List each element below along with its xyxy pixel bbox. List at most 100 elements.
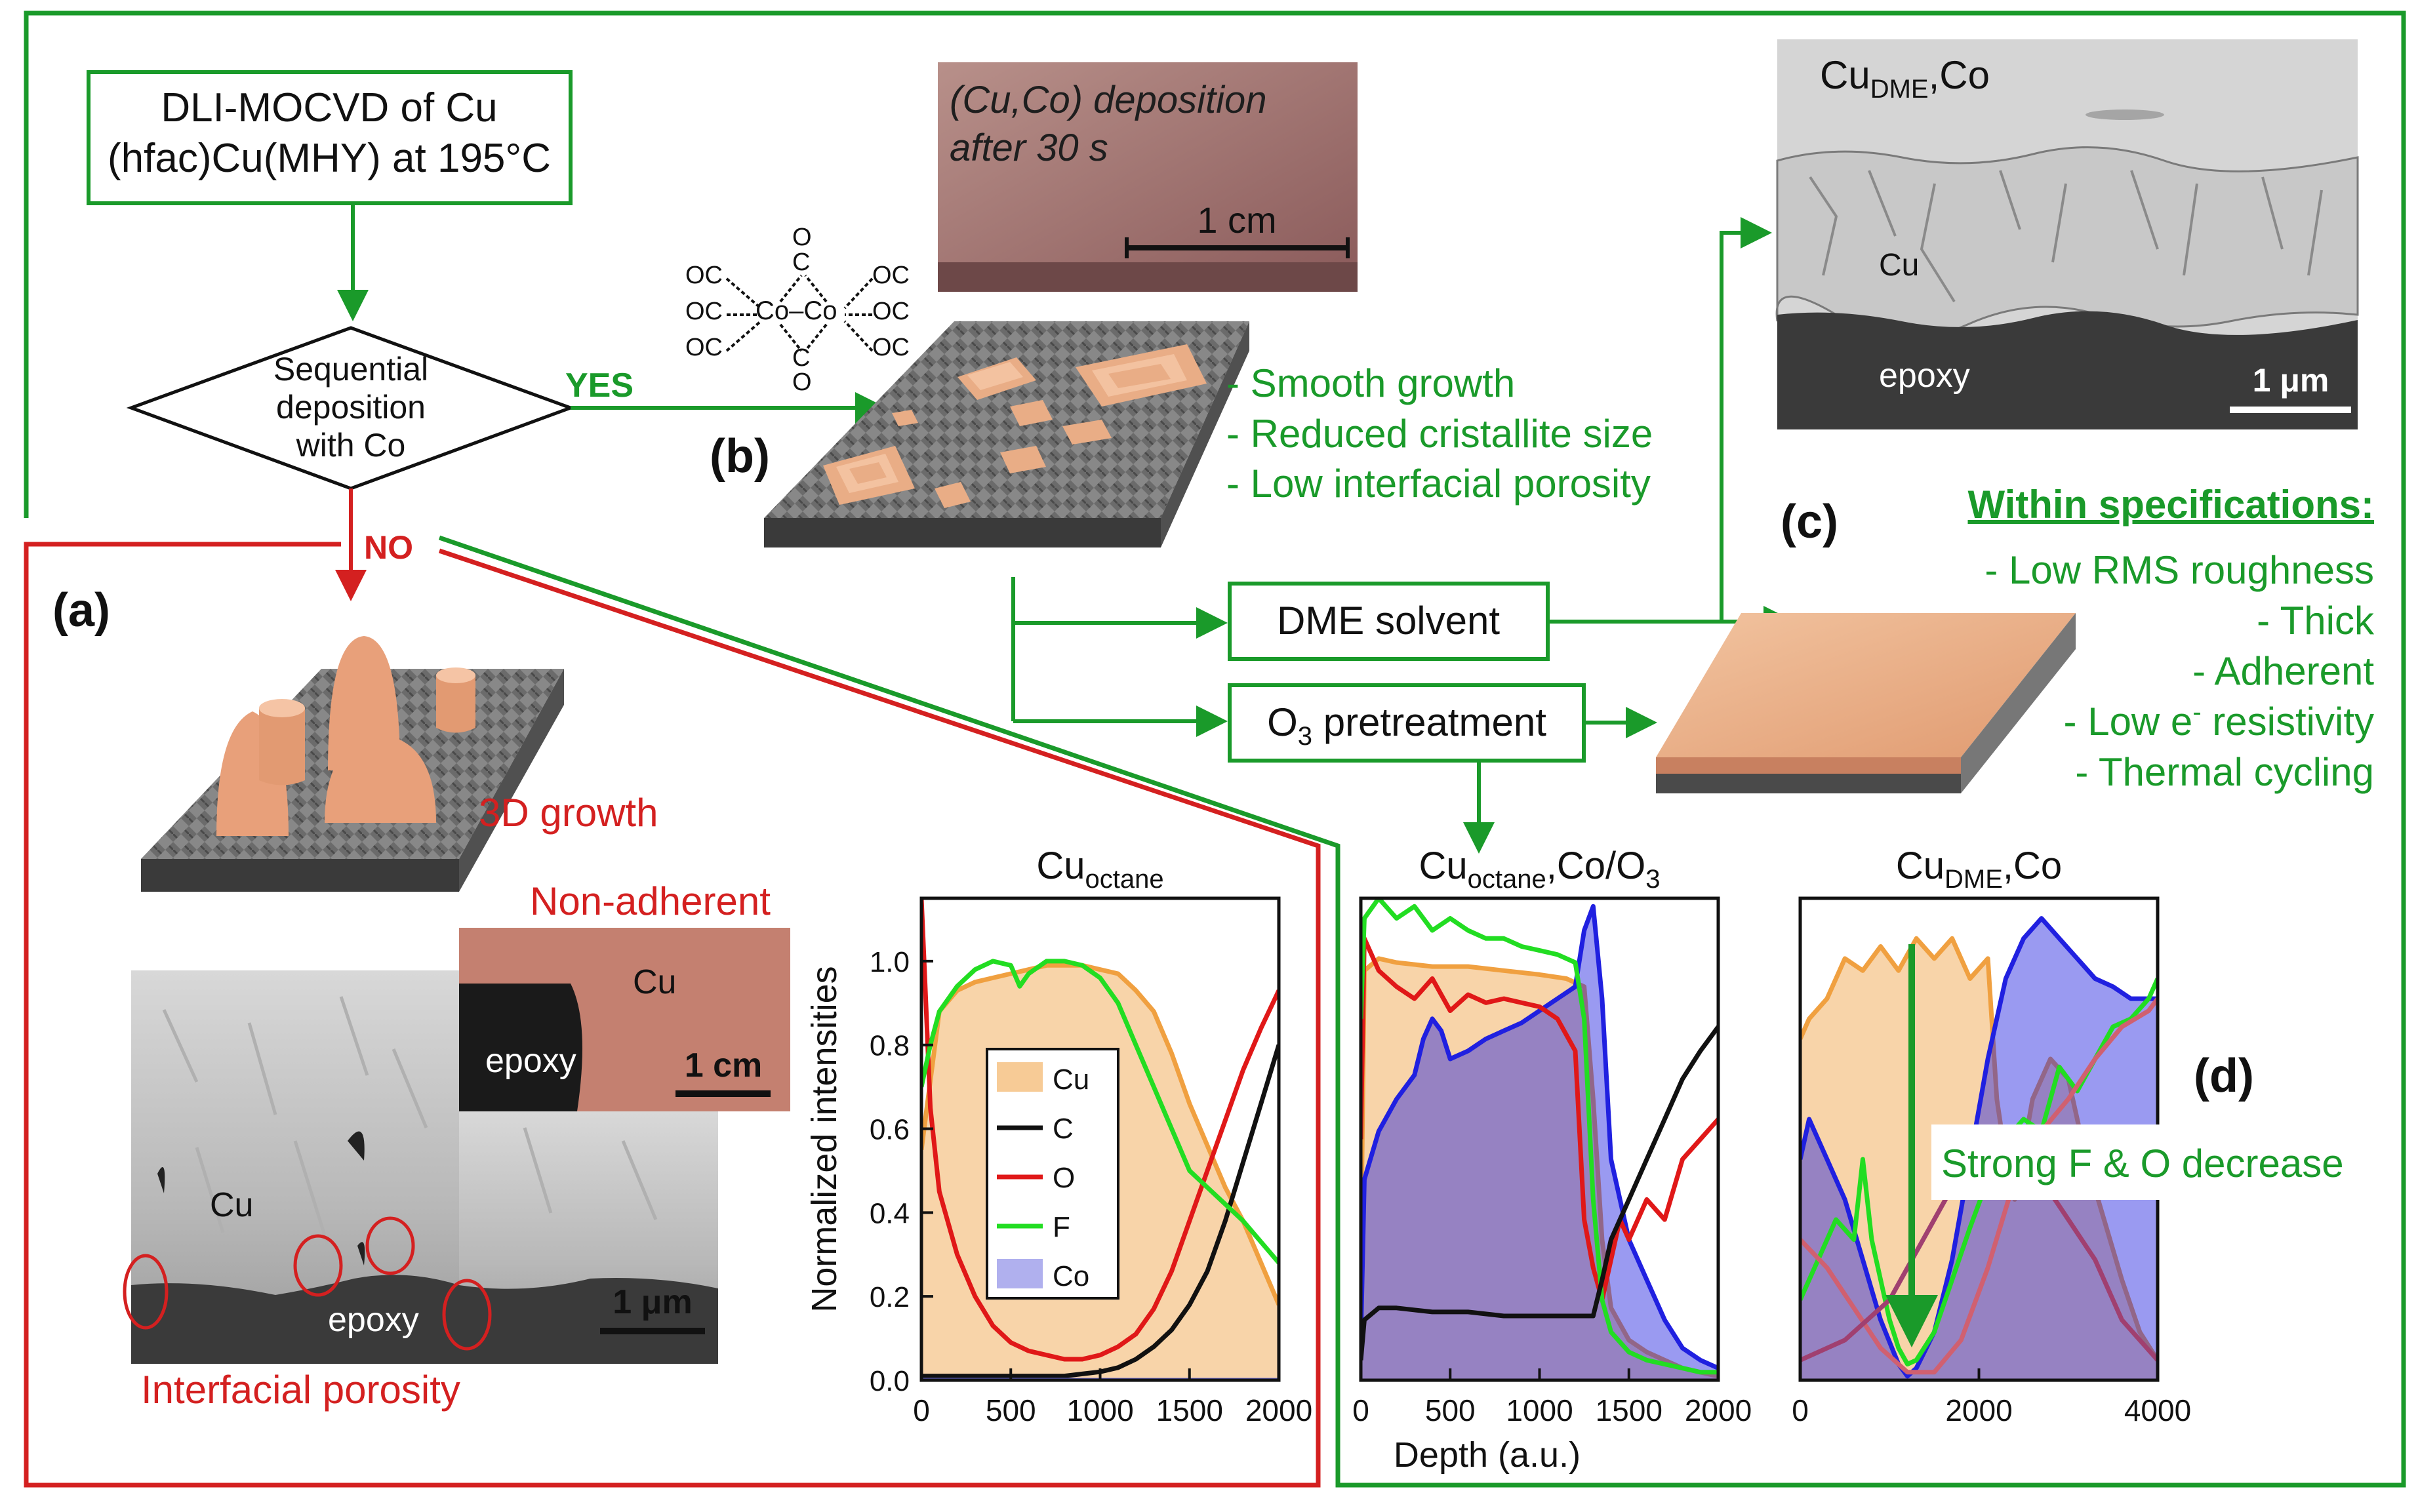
spec-item-4: - Low e- resistivity (2064, 698, 2374, 744)
photo-deposition-b (938, 62, 1358, 292)
series-line-f (921, 959, 1279, 1265)
cu-slab-c (1656, 613, 2076, 793)
non-adherent-label: Non-adherent (530, 879, 771, 923)
series-line-c (1361, 1025, 1718, 1361)
decision-line1: Sequential (273, 351, 428, 388)
series-line-cu (1361, 956, 1718, 1379)
photo-a-cu-label: Cu (633, 963, 676, 1001)
co2co8-molecule: OC OC OC OC OC OC O C C O Co–Co (685, 224, 910, 396)
y-tick-label: 0.0 (870, 1365, 910, 1397)
decision-line3: with Co (296, 427, 406, 464)
x-tick-label: 0 (913, 1393, 930, 1427)
porosity-label: Interfacial porosity (141, 1368, 460, 1412)
series-line-o (1361, 936, 1718, 1302)
sem-c-scale-label: 1 μm (2253, 362, 2329, 399)
svg-text:Co–Co: Co–Co (756, 296, 837, 325)
panel-label-a: (a) (52, 584, 110, 637)
photo-non-adherent (459, 928, 790, 1111)
panel-label-c: (c) (1781, 496, 1838, 548)
bullet-b-1: - Smooth growth (1226, 361, 1515, 405)
start-line1: DLI-MOCVD of Cu (161, 85, 497, 130)
svg-text:O: O (792, 224, 812, 251)
series-line-co (1361, 904, 1718, 1370)
dme-solvent-label: DME solvent (1277, 599, 1500, 643)
red-frame-panel-a (24, 542, 1321, 1488)
sem-a-scale-label: 1 μm (613, 1283, 692, 1321)
decision-line2: deposition (276, 389, 426, 426)
y-tick-label: 0.4 (870, 1197, 910, 1229)
panel-label-b: (b) (710, 430, 770, 483)
spec-item-2: - Thick (2257, 599, 2375, 643)
svg-text:OC: OC (685, 334, 723, 361)
photo-a-scale-label: 1 cm (685, 1046, 763, 1084)
dme-solvent-box (1228, 582, 1550, 661)
no-label: NO (364, 529, 413, 566)
legend-label-co: Co (1053, 1260, 1089, 1292)
sem-c-cu-label: Cu (1879, 248, 1919, 283)
y-axis-label: Normalized intensities (805, 966, 844, 1312)
legend-label-f: F (1053, 1211, 1070, 1243)
y-tick-label: 1.0 (870, 946, 910, 978)
panel-label-d: (d) (2194, 1050, 2254, 1102)
substrate-a-illustration (141, 636, 564, 892)
x-tick-label: 1500 (1156, 1393, 1223, 1427)
svg-text:OC: OC (685, 262, 723, 289)
svg-text:C: C (792, 344, 810, 372)
growth-label: 3D growth (479, 791, 658, 835)
decrease-label: Strong F & O decrease (1941, 1142, 2344, 1185)
outer-green-frame (24, 10, 2406, 1488)
o3-pretreatment-box (1228, 683, 1586, 763)
legend-label-cu: Cu (1053, 1064, 1089, 1096)
legend-label-c: C (1053, 1113, 1074, 1145)
svg-text:OC: OC (872, 262, 910, 289)
start-line2: (hfac)Cu(MHY) at 195°C (108, 136, 551, 181)
series-fill-cu (1361, 958, 1718, 1380)
x-tick-label: 1000 (1506, 1393, 1573, 1427)
series-line-o (921, 898, 1279, 1362)
sem-c-title: CuDME,Co (1820, 53, 1990, 104)
y-tick-label: 0.6 (870, 1114, 910, 1146)
svg-text:OC: OC (685, 298, 723, 325)
bullet-b-3: - Low interfacial porosity (1226, 462, 1651, 506)
x-tick-label: 0 (1352, 1393, 1369, 1427)
x-axis-label: Depth (a.u.) (1394, 1435, 1581, 1475)
legend-label-o: O (1053, 1162, 1075, 1194)
series-line-cu (921, 963, 1279, 1306)
svg-text:OC: OC (872, 298, 910, 325)
svg-text:OC: OC (872, 334, 910, 361)
photo-a-epoxy-label: epoxy (485, 1042, 576, 1080)
series-fill-co (1361, 906, 1718, 1380)
sem-a-cu-label: Cu (210, 1186, 253, 1224)
x-tick-label: 2000 (1245, 1393, 1312, 1427)
legend-swatch-co (997, 1259, 1043, 1288)
spec-item-1: - Low RMS roughness (1985, 548, 2374, 592)
o3-pretreatment-label: O3 pretreatment (1267, 700, 1546, 751)
svg-text:O: O (792, 368, 812, 396)
decrease-label-bg (1931, 1124, 2384, 1200)
porosity-circles (123, 1216, 492, 1351)
x-tick-label: 1500 (1596, 1393, 1662, 1427)
y-tick-label: 0.2 (870, 1281, 910, 1313)
sem-image-c (1775, 39, 2359, 429)
x-tick-label: 1000 (1066, 1393, 1133, 1427)
svg-text:C: C (792, 249, 810, 276)
yes-label: YES (565, 367, 634, 405)
series-line-f (1361, 898, 1718, 1375)
chart-2-plot (1361, 898, 1718, 1380)
sem-c-epoxy-label: epoxy (1879, 357, 1970, 395)
photo-b-line2: after 30 s (950, 127, 1108, 169)
chart-title: Cuoctane,Co/O3 (1419, 845, 1660, 894)
x-tick-label: 2000 (1685, 1393, 1752, 1427)
sem-a-epoxy-label: epoxy (328, 1301, 419, 1339)
spec-item-3: - Adherent (2192, 649, 2374, 693)
photo-b-line1: (Cu,Co) deposition (950, 79, 1267, 121)
x-tick-label: 2000 (1945, 1393, 2012, 1427)
x-tick-label: 500 (986, 1393, 1036, 1427)
start-box (87, 70, 573, 205)
sem-image-a (131, 970, 718, 1364)
bullet-b-2: - Reduced cristallite size (1226, 412, 1653, 456)
y-tick-label: 0.8 (870, 1030, 910, 1062)
